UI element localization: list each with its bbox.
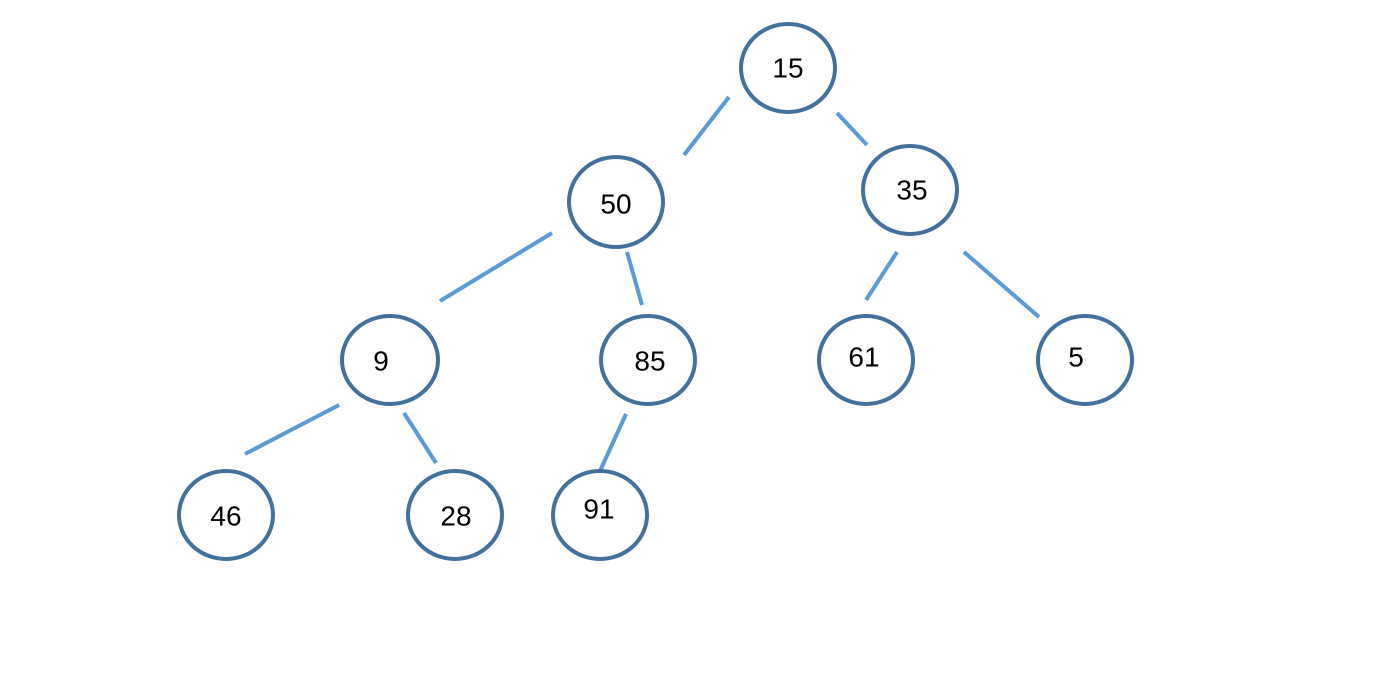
tree-nodes: 15 50 35 9 85 61 5 46 28 91 bbox=[177, 22, 1134, 561]
node-circle bbox=[599, 314, 697, 406]
tree-node-35: 35 bbox=[861, 144, 959, 236]
node-label: 9 bbox=[373, 346, 389, 377]
edge-n50-n85 bbox=[625, 251, 644, 306]
node-circle bbox=[406, 469, 504, 561]
tree-node-50: 50 bbox=[567, 155, 665, 249]
tree-node-46: 46 bbox=[177, 469, 275, 561]
tree-node-5: 5 bbox=[1036, 314, 1134, 406]
tree-node-61: 61 bbox=[817, 314, 915, 406]
node-circle bbox=[340, 314, 440, 406]
edge-n9-n28 bbox=[402, 411, 438, 465]
edge-n85-n91 bbox=[598, 413, 628, 472]
tree-node-85: 85 bbox=[599, 314, 697, 406]
edge-n9-n46 bbox=[244, 403, 340, 456]
tree-node-91: 91 bbox=[551, 469, 649, 561]
node-label: 28 bbox=[440, 501, 471, 532]
tree-node-15: 15 bbox=[739, 22, 837, 114]
node-circle bbox=[817, 314, 915, 406]
node-label: 46 bbox=[210, 501, 241, 532]
node-circle bbox=[861, 144, 959, 236]
node-label: 5 bbox=[1068, 342, 1084, 373]
node-circle bbox=[567, 155, 665, 249]
node-circle bbox=[739, 22, 837, 114]
edge-n35-n5 bbox=[962, 250, 1041, 319]
node-circle bbox=[551, 469, 649, 561]
node-label: 91 bbox=[583, 494, 614, 525]
node-label: 85 bbox=[634, 346, 665, 377]
edge-n50-n9 bbox=[438, 231, 554, 303]
tree-edges bbox=[244, 95, 1041, 472]
node-circle bbox=[177, 469, 275, 561]
tree-node-9: 9 bbox=[340, 314, 440, 406]
node-label: 35 bbox=[896, 175, 927, 206]
edge-n15-n35 bbox=[835, 111, 869, 147]
tree-node-28: 28 bbox=[406, 469, 504, 561]
edge-n35-n61 bbox=[864, 250, 899, 302]
node-label: 61 bbox=[848, 342, 879, 373]
node-circle bbox=[1036, 314, 1134, 406]
node-label: 15 bbox=[772, 53, 803, 84]
edge-n15-n50 bbox=[682, 95, 731, 157]
node-label: 50 bbox=[600, 189, 631, 220]
